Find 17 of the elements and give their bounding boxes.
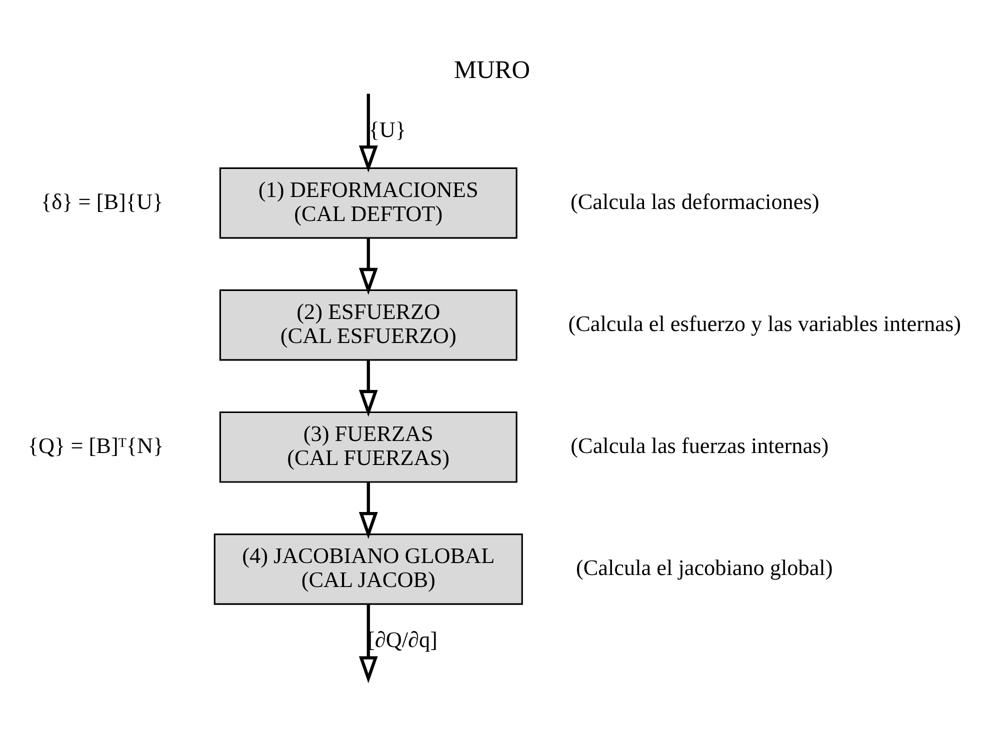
diagram-title: MURO: [454, 55, 530, 84]
node-box: (1) DEFORMACIONES (CAL DEFTOT): [219, 166, 518, 238]
node-label: (Calcula el esfuerzo y las variables internas): [568, 310, 961, 336]
node-box: (2) ESFUERZO (CAL ESFUERZO): [219, 288, 518, 360]
node-box: (3) FUERZAS (CAL FUERZAS): [219, 410, 518, 482]
node-label: (Calcula las fuerzas internas): [570, 432, 829, 458]
arrow: [358, 360, 378, 416]
node-label: (Calcula el jacobiano global): [576, 554, 833, 580]
node-label: {δ} = [B]{U}: [41, 188, 164, 214]
arrow: [358, 93, 378, 172]
node-label: {Q} = [B]ᵀ{N}: [28, 432, 164, 458]
edge-label: {U}: [368, 116, 406, 142]
arrow: [358, 482, 378, 538]
node-box: (4) JACOBIANO GLOBAL (CAL JACOB): [214, 533, 523, 604]
node-label: (Calcula las deformaciones): [570, 188, 820, 214]
arrow: [358, 238, 378, 294]
arrow: [358, 604, 378, 683]
